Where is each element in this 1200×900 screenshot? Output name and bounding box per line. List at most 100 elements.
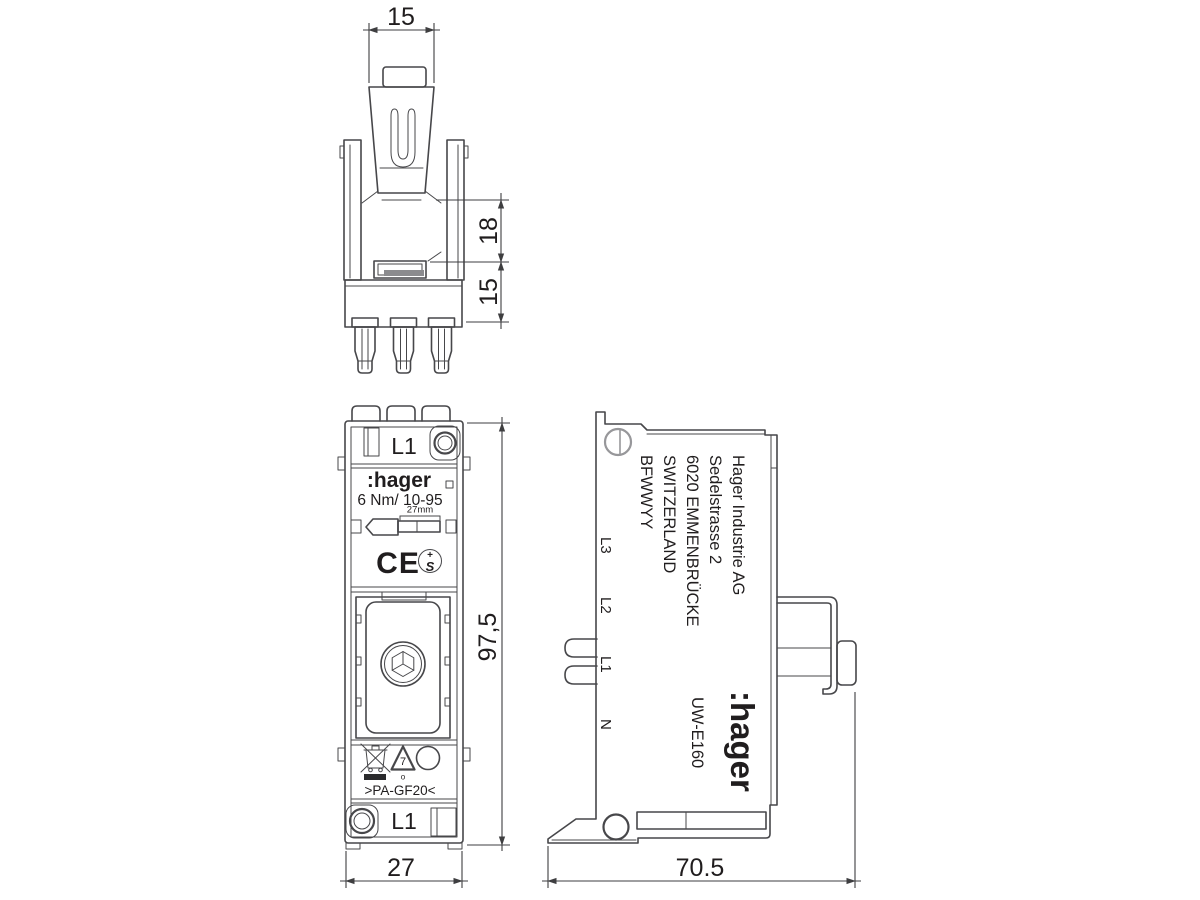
right-rail [446,139,465,281]
ce-mark: CE [376,547,420,580]
hex-spoke [391,663,404,671]
pin-cap [427,317,456,328]
frame-nub [444,614,451,624]
recycling-icon: 7 o [390,745,416,782]
bottom-clip [430,807,457,837]
cable-strip-icon [365,515,441,536]
hex-socket-icon [380,641,426,687]
top-bump [421,405,451,422]
s-plus-mark-icon: + S [418,549,442,574]
rail-notch [445,519,457,534]
cavity-edge-line [427,251,442,262]
s-plus-circle [418,549,442,573]
pin-body [392,326,415,374]
bin-handle [371,745,380,751]
hex-spoke [402,663,415,671]
din-clip [776,596,857,695]
left-rail-notch [339,145,345,159]
frame-nub [355,656,362,666]
screw-icon [603,427,633,457]
torque-rating-label: 6 Nm/ 10-95 [357,492,442,509]
socket-outer-circle [380,641,426,687]
bottom-foot [447,842,463,850]
side-view: Hager Industrie AG Sedelstrasse 2 6020 E… [542,411,861,888]
resin-code: 7 [400,756,406,768]
window-contact-strip [384,270,424,276]
pin [351,317,379,374]
terminal-label: L2 [597,597,614,614]
material-label: >PA-GF20< [364,783,435,798]
front-housing-inner [350,426,458,838]
terminal-label: L1 [597,656,614,673]
cross-line [360,743,391,773]
chamfer-line [361,190,379,204]
top-view-width-dimension: 15 [363,3,440,83]
bottom-rail-slot [636,811,767,830]
screw-icon [433,431,457,455]
pin [389,317,418,374]
window-top-tab [381,591,427,601]
mounting-hook [564,638,598,658]
socket-inner-circle [384,645,422,683]
terminal-label-top: L1 [391,433,417,459]
dim-width-label: 27 [387,854,415,882]
release-lever [368,66,435,194]
left-rail [343,139,362,281]
lever-slot-inner [397,115,409,160]
s-plus-s: S [426,559,435,574]
screw-boss [429,425,461,461]
s-plus-plus: + [427,550,433,561]
side-lug [337,456,346,471]
address-line: Sedelstrasse 2 [706,455,724,564]
address-line: SWITZERLAND [660,455,678,573]
bin-wheel [368,767,373,773]
bottom-foot [345,842,361,850]
front-width-dimension: 27 [340,851,468,888]
pin-cap [351,317,379,328]
base-block [344,279,463,328]
address-line: Hager Industrie AG [729,455,747,595]
terminal-label: L3 [597,537,614,554]
pin-body [430,326,453,374]
screw-icon [602,813,630,841]
mounting-hook [564,665,598,685]
cable-insulation [365,518,399,536]
blank-circle-mark [415,745,441,771]
side-terminal-labels: L3 L2 L1 N [597,537,614,730]
address-line: 6020 EMMENBRÜCKE [683,455,701,626]
lever-body [368,86,435,194]
front-marking-field: :hager 6 Nm/ 10-95 27mm CE + S [350,469,457,580]
front-top-strip: L1 [350,425,461,469]
weee-icon [360,743,391,780]
pin [427,317,456,374]
clip-spring [776,596,838,695]
bin-body [365,749,386,769]
chamfer-line [424,190,442,204]
marking-square [445,480,454,489]
front-view: L1 :hager 6 Nm/ 10-95 27mm CE [337,405,510,888]
lever-slot-cap [407,108,416,117]
lever-slot-cap [390,108,399,117]
dim-height-label: 97,5 [474,613,502,662]
recycling-triangle [390,745,416,771]
brand-logo: :hager [367,469,431,492]
side-lug [337,747,346,762]
clip-tab [836,640,857,686]
terminal-label-bottom: L1 [391,808,417,834]
side-depth-dimension: 70.5 [542,692,861,888]
screw-boss [345,804,379,839]
pin-cap [389,317,418,328]
top-clip [363,427,380,457]
right-rail-notch [463,145,469,159]
strip-length-label: 27mm [407,505,433,516]
model-number: UW-E160 [688,697,706,768]
frame-nub [444,656,451,666]
resin-code-letter: o [401,773,406,782]
top-bump [386,405,416,422]
dim-lower-label: 15 [475,278,503,306]
frame-nub [444,697,451,707]
terminal-label: N [597,719,614,730]
address-line: BFWWYY [637,455,655,529]
